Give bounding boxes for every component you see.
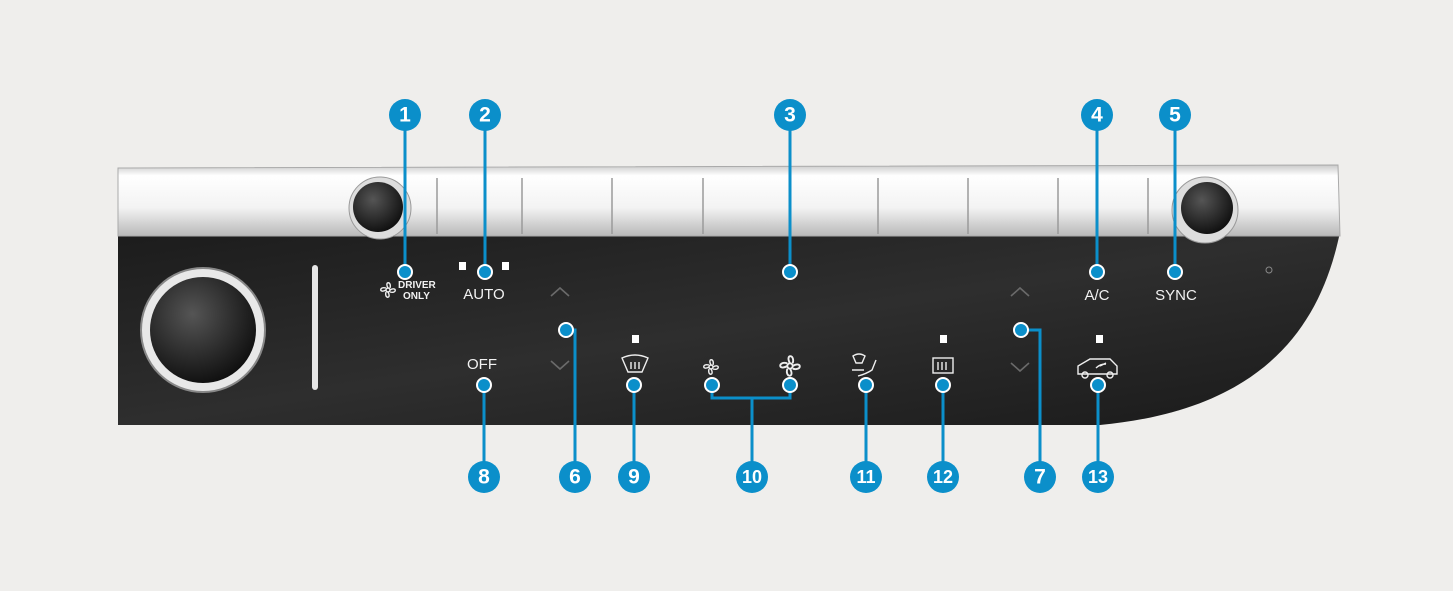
- indicator-lights: [459, 262, 1103, 343]
- fan-icon: [380, 282, 396, 298]
- callout-4: 4: [1081, 99, 1113, 131]
- callout-number: 8: [478, 466, 490, 489]
- air-recirculation-icon[interactable]: [1077, 358, 1118, 379]
- callout-number: 7: [1034, 466, 1046, 489]
- control-panel-body: [118, 232, 1340, 425]
- callout-5: 5: [1159, 99, 1191, 131]
- driver-only-button[interactable]: DRIVER ONLY: [380, 280, 437, 302]
- sync-button[interactable]: SYNC: [1155, 287, 1197, 304]
- slider-bar[interactable]: [312, 265, 318, 390]
- callout-number: 6: [569, 466, 581, 489]
- driver-temp-down-icon[interactable]: [550, 360, 570, 371]
- button-strip: [117, 164, 1341, 237]
- callout-dots: [397, 264, 1183, 393]
- callout-number: 12: [933, 467, 953, 487]
- callout-number: 3: [784, 104, 796, 127]
- fan-speed-down-icon[interactable]: [703, 359, 719, 375]
- off-button[interactable]: OFF: [467, 356, 497, 373]
- rear-defrost-icon[interactable]: [932, 357, 954, 374]
- callout-8: 8: [468, 461, 500, 493]
- left-small-knob[interactable]: [348, 176, 412, 240]
- callout-1: 1: [389, 99, 421, 131]
- passenger-temp-up-icon[interactable]: [1010, 286, 1030, 297]
- callout-12: 12: [927, 461, 959, 493]
- callout-10: 10: [736, 461, 768, 493]
- driver-only-label-2: ONLY: [403, 291, 430, 302]
- callout-number: 5: [1169, 104, 1181, 127]
- passenger-temp-down-icon[interactable]: [1010, 362, 1030, 373]
- callout-number: 13: [1088, 467, 1108, 487]
- fan-speed-up-icon[interactable]: [779, 355, 801, 377]
- strip-dividers: [436, 178, 1149, 234]
- ac-button[interactable]: A/C: [1084, 287, 1109, 304]
- mode-select-icon[interactable]: [852, 353, 877, 377]
- callout-number: 2: [479, 104, 491, 127]
- callout-3: 3: [774, 99, 806, 131]
- callout-11: 11: [850, 461, 882, 493]
- callout-number: 1: [399, 104, 411, 127]
- callout-number: 11: [856, 467, 875, 487]
- callout-6: 6: [559, 461, 591, 493]
- volume-knob[interactable]: [140, 267, 266, 393]
- right-small-knob[interactable]: [1171, 176, 1239, 244]
- driver-temp-up-icon[interactable]: [550, 286, 570, 297]
- driver-only-label-1: DRIVER: [398, 280, 437, 291]
- callout-number: 9: [628, 466, 640, 489]
- callout-13: 13: [1082, 461, 1114, 493]
- sensor-icon: [1265, 266, 1273, 274]
- callout-number: 4: [1091, 104, 1103, 127]
- callout-7: 7: [1024, 461, 1056, 493]
- callout-9: 9: [618, 461, 650, 493]
- front-defrost-icon[interactable]: [621, 354, 649, 373]
- auto-button[interactable]: AUTO: [463, 286, 504, 303]
- callout-2: 2: [469, 99, 501, 131]
- callout-number: 10: [742, 467, 762, 487]
